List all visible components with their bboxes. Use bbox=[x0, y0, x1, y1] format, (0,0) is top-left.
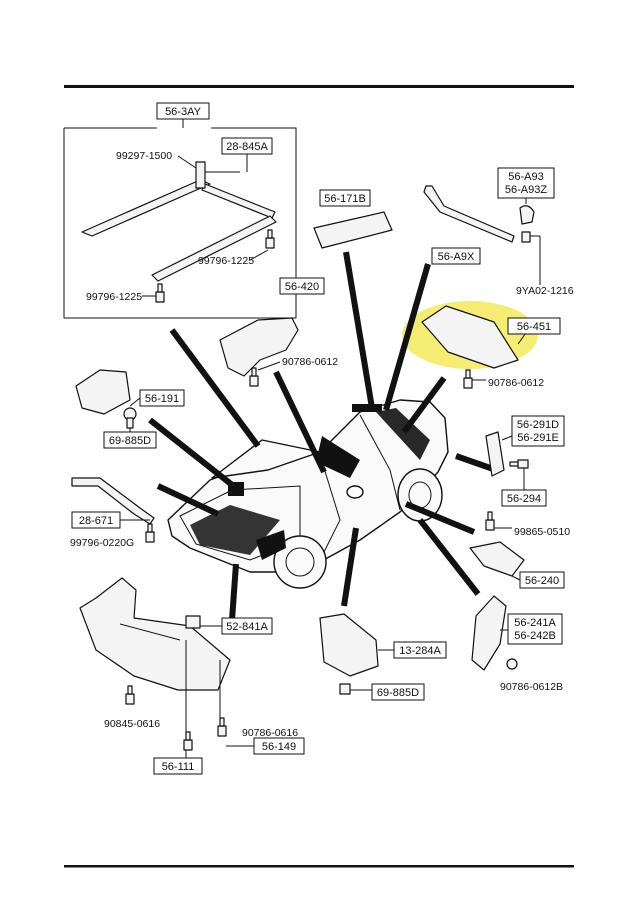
fastener-90786-0612-right: 90786-0612 bbox=[488, 377, 544, 389]
svg-text:69-885D: 69-885D bbox=[109, 435, 151, 447]
svg-text:52-841A: 52-841A bbox=[226, 621, 268, 633]
fastener-90786-0616: 90786-0616 bbox=[242, 727, 298, 739]
bottom-rule bbox=[64, 865, 574, 868]
callout-56-451: 56-451 bbox=[507, 317, 561, 335]
callout-56-241a: 56-241A 56-242B bbox=[507, 613, 563, 645]
bolt-icon bbox=[145, 523, 155, 543]
bolt-icon bbox=[217, 717, 227, 737]
callout-69-885d-upper: 69-885D bbox=[103, 431, 157, 449]
bolt-icon bbox=[155, 283, 165, 303]
bolt-icon bbox=[249, 367, 259, 387]
svg-text:56-241A: 56-241A bbox=[514, 617, 556, 629]
fastener-90786-0612-left: 90786-0612 bbox=[282, 356, 338, 368]
bolt-icon bbox=[509, 459, 529, 469]
bolt-icon bbox=[463, 369, 473, 389]
callout-56-291: 56-291D 56-291E bbox=[511, 415, 565, 447]
fastener-99297-1500: 99297-1500 bbox=[116, 150, 172, 162]
svg-text:56-294: 56-294 bbox=[507, 493, 541, 505]
svg-text:56-A93: 56-A93 bbox=[508, 171, 543, 183]
clip-icon bbox=[123, 407, 137, 429]
part-56-291 bbox=[485, 431, 505, 477]
car-body-illustration bbox=[167, 399, 449, 589]
callout-56-149: 56-149 bbox=[253, 737, 305, 755]
callout-56-191: 56-191 bbox=[139, 389, 185, 407]
bolt-icon bbox=[125, 685, 135, 705]
part-56-191 bbox=[75, 369, 131, 415]
svg-text:56-171B: 56-171B bbox=[324, 193, 366, 205]
part-56-420 bbox=[219, 317, 299, 377]
top-rule bbox=[64, 85, 574, 88]
svg-text:56-242B: 56-242B bbox=[514, 630, 556, 642]
svg-text:56-3AY: 56-3AY bbox=[165, 106, 202, 118]
svg-text:69-885D: 69-885D bbox=[377, 687, 419, 699]
bolt-icon bbox=[265, 229, 275, 249]
callout-56-294: 56-294 bbox=[501, 489, 547, 507]
callout-56-420: 56-420 bbox=[279, 277, 325, 295]
clip-icon bbox=[506, 658, 518, 670]
callout-56-111: 56-111 bbox=[153, 757, 203, 775]
svg-text:56-451: 56-451 bbox=[517, 321, 551, 333]
callout-56-3ay: 56-3AY bbox=[156, 102, 210, 120]
part-56-171b bbox=[313, 211, 393, 249]
svg-text:56-420: 56-420 bbox=[285, 281, 319, 293]
svg-text:56-149: 56-149 bbox=[262, 741, 296, 753]
clip-icon bbox=[339, 683, 351, 695]
callout-28-671: 28-671 bbox=[71, 511, 121, 529]
front-wheel bbox=[273, 535, 327, 589]
fastener-99865-0510: 99865-0510 bbox=[514, 526, 570, 538]
svg-text:56-291E: 56-291E bbox=[517, 432, 559, 444]
fastener-9ya02-1216: 9YA02-1216 bbox=[516, 285, 574, 297]
part-56-a9x bbox=[423, 185, 541, 285]
fastener-99796-1225-upper: 99796-1225 bbox=[198, 255, 254, 267]
svg-text:56-A9X: 56-A9X bbox=[438, 251, 475, 263]
inset-56-3ay bbox=[63, 127, 297, 319]
svg-text:56-A93Z: 56-A93Z bbox=[505, 184, 547, 196]
part-56-240 bbox=[469, 541, 525, 577]
callout-56-171b: 56-171B bbox=[319, 189, 371, 207]
callout-13-284a: 13-284A bbox=[393, 641, 447, 659]
bolt-icon bbox=[485, 511, 495, 531]
part-56-451 bbox=[421, 305, 519, 369]
callout-69-885d-lower: 69-885D bbox=[371, 683, 425, 701]
callout-56-a9x: 56-A9X bbox=[431, 247, 481, 265]
part-56-111 bbox=[79, 577, 231, 691]
fastener-99796-0220g: 99796-0220G bbox=[70, 537, 134, 549]
bolt-icon bbox=[183, 731, 193, 751]
part-56-241 bbox=[471, 595, 507, 671]
svg-text:56-291D: 56-291D bbox=[517, 419, 559, 431]
callout-56-240: 56-240 bbox=[519, 571, 565, 589]
svg-text:13-284A: 13-284A bbox=[399, 645, 441, 657]
callout-52-841a: 52-841A bbox=[221, 617, 273, 635]
fastener-99796-1225-lower: 99796-1225 bbox=[86, 291, 142, 303]
leader-lines bbox=[148, 251, 497, 621]
clip-icon bbox=[185, 615, 201, 629]
svg-text:28-671: 28-671 bbox=[79, 515, 113, 527]
svg-text:28-845A: 28-845A bbox=[226, 141, 268, 153]
part-13-284a bbox=[319, 613, 379, 677]
fastener-90786-0612b: 90786-0612B bbox=[500, 681, 563, 693]
svg-text:56-191: 56-191 bbox=[145, 393, 179, 405]
callout-28-845a: 28-845A bbox=[221, 137, 273, 155]
svg-text:56-240: 56-240 bbox=[525, 575, 559, 587]
callout-56-a93: 56-A93 56-A93Z bbox=[497, 167, 555, 199]
fastener-90845-0616: 90845-0616 bbox=[104, 718, 160, 730]
svg-text:56-111: 56-111 bbox=[162, 761, 195, 773]
